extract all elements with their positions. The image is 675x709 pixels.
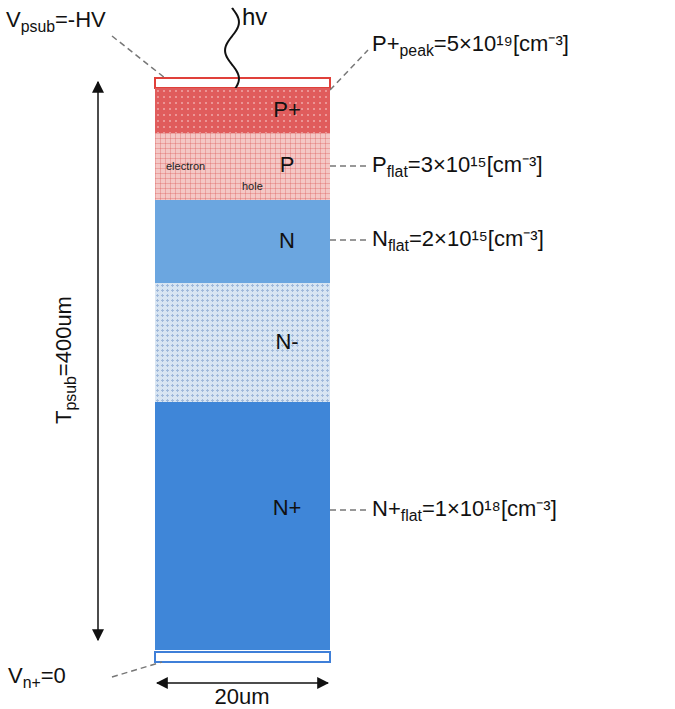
doping-label: N+flat=1×10¹⁸[cm⁻³] — [372, 497, 557, 524]
layer-label: N — [279, 228, 295, 254]
doping-label: P+peak=5×10¹⁹[cm⁻³] — [372, 32, 569, 59]
bottom-electrode — [155, 652, 330, 662]
layer-label: N- — [275, 329, 298, 355]
top-electrode — [155, 78, 330, 88]
doping-label: Nflat=2×10¹⁵[cm⁻³] — [372, 227, 544, 254]
subscript: n+ — [23, 674, 41, 691]
subscript: peak — [400, 42, 434, 59]
n-minus-layer: N- — [155, 283, 330, 402]
subscript: flat — [401, 507, 422, 524]
subscript: psub — [21, 18, 55, 35]
value: =0 — [41, 663, 66, 688]
value: =2×10¹⁵[cm⁻³] — [409, 226, 544, 251]
p-plus-layer: P+ — [155, 88, 330, 133]
subscript: psub — [62, 376, 79, 410]
doping-label: Pflat=3×10¹⁵[cm⁻³] — [372, 153, 543, 180]
symbol: N — [372, 226, 388, 251]
leader-lines — [112, 36, 368, 677]
subscript: flat — [387, 163, 408, 180]
electron-drift — [225, 176, 238, 200]
value: =-HV — [55, 7, 106, 32]
width-arrow — [157, 682, 328, 684]
thickness-label: Tpsub=400um — [52, 296, 79, 424]
symbol: N+ — [372, 496, 401, 521]
value: =1×10¹⁸[cm⁻³] — [422, 496, 557, 521]
symbol: V — [6, 7, 21, 32]
symbol: V — [8, 663, 23, 688]
photon-label: hv — [242, 4, 267, 30]
symbol: T — [51, 411, 76, 424]
hole-drift — [252, 146, 255, 160]
layer-label: P+ — [273, 97, 301, 123]
layer-label: P — [280, 152, 295, 178]
electron-dot — [223, 160, 240, 177]
subscript: flat — [388, 237, 409, 254]
value: =5×10¹⁹[cm⁻³] — [434, 31, 569, 56]
voltage-label: Vn+=0 — [8, 664, 66, 691]
thickness-arrow — [97, 82, 99, 640]
carrier-label: electron — [166, 160, 205, 172]
n-plus-layer: N+ — [155, 402, 330, 650]
value: =3×10¹⁵[cm⁻³] — [408, 152, 543, 177]
symbol: P — [372, 152, 387, 177]
voltage-label: Vpsub=-HV — [6, 8, 106, 35]
symbol: P+ — [372, 31, 400, 56]
layer-label: N+ — [273, 495, 302, 521]
n-layer: N — [155, 200, 330, 283]
value: =400um — [51, 296, 76, 376]
carrier-label: hole — [242, 180, 263, 192]
width-label: 20um — [214, 685, 269, 709]
hole-dot — [245, 160, 262, 177]
photon-wave — [225, 8, 239, 156]
